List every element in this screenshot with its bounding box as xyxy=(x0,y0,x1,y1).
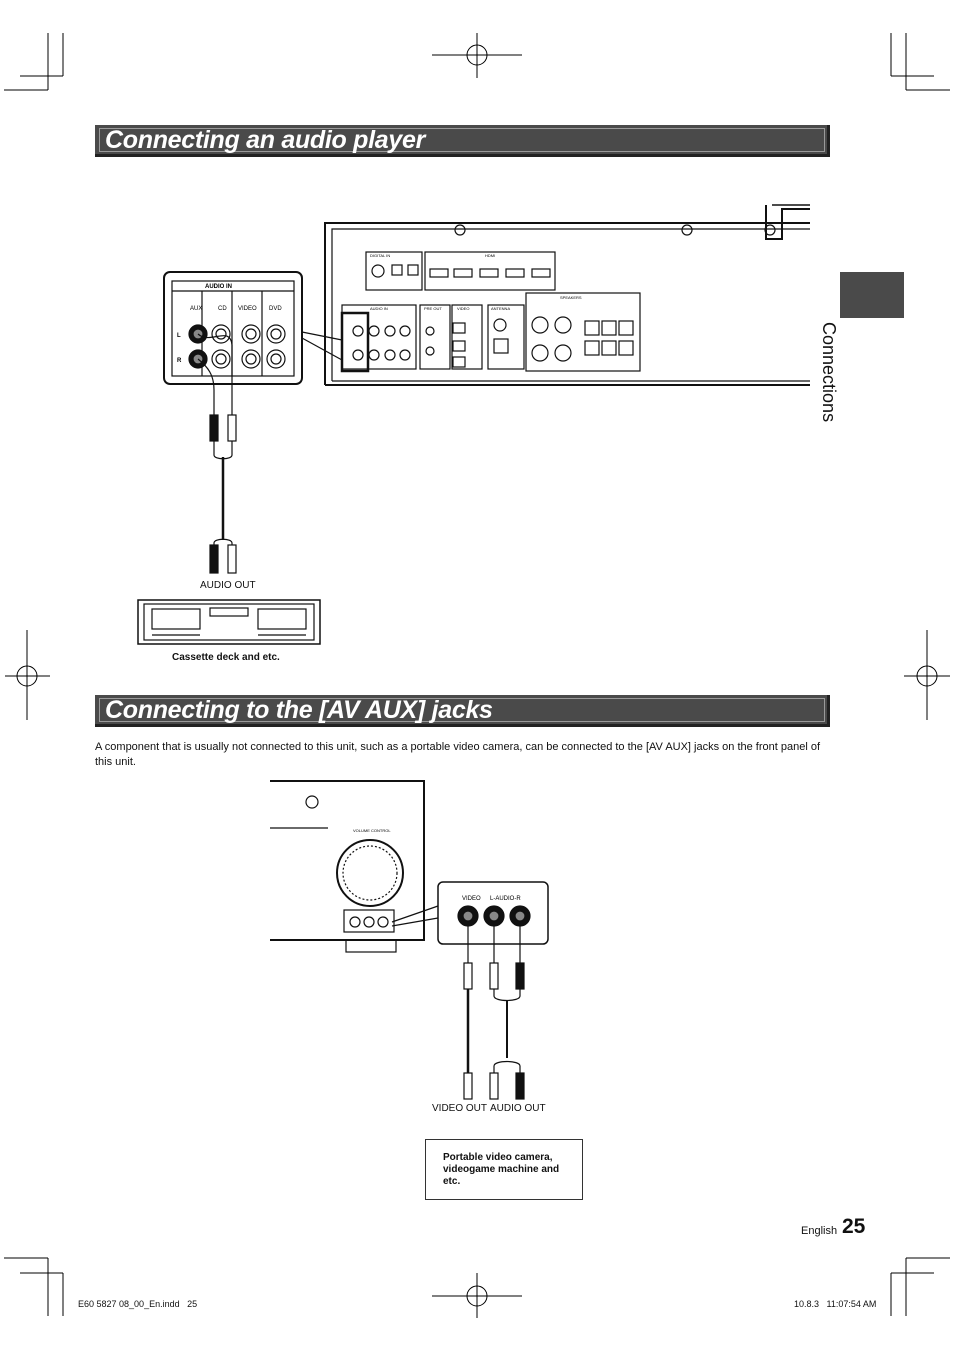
section-heading-av-aux: Connecting to the [AV AUX] jacks xyxy=(95,695,830,727)
chapter-label-text: Connections xyxy=(819,322,839,423)
audio-out-label-2: AUDIO OUT xyxy=(490,1103,546,1114)
panel-label-digital-in: DIGITAL IN xyxy=(370,253,390,258)
inset-col-aux: AUX xyxy=(190,306,202,312)
inset-video-label: VIDEO xyxy=(462,896,481,902)
footer-timestamp: 10.8.3 11:07:54 AM xyxy=(794,1299,877,1309)
section-heading-audio-player: Connecting an audio player xyxy=(95,125,830,157)
panel-label-audio-in: AUDIO IN xyxy=(370,306,388,311)
panel-label-pre-out: PRE OUT xyxy=(424,306,442,311)
panel-label-speakers: SPEAKERS xyxy=(560,295,582,300)
inset-audio-label: L-AUDIO-R xyxy=(490,896,521,902)
chapter-tab xyxy=(840,272,904,318)
inset-col-dvd: DVD xyxy=(269,306,282,312)
footer-language: English xyxy=(801,1225,838,1237)
inset-col-video: VIDEO xyxy=(238,306,257,312)
panel-label-hdmi: HDMI xyxy=(485,253,495,258)
device-caption: Portable video camera, videogame machine… xyxy=(443,1152,560,1187)
inset-row-r: R xyxy=(177,358,182,364)
chapter-label: Connections xyxy=(819,322,871,442)
section2-body: A component that is usually not connecte… xyxy=(95,741,821,768)
audio-out-label: AUDIO OUT xyxy=(200,580,256,591)
inset-col-cd: CD xyxy=(218,306,227,312)
inset-row-l: L xyxy=(177,333,181,339)
footer-file-slug: E60 5827 08_00_En.indd 25 xyxy=(78,1299,198,1309)
volume-control-label: VOLUME CONTROL xyxy=(353,828,391,833)
section-title: Connecting an audio player xyxy=(105,126,426,154)
section-title-av-aux: Connecting to the [AV AUX] jacks xyxy=(105,696,493,724)
device-caption-box: Portable video camera, videogame machine… xyxy=(425,1139,583,1200)
inset-header: AUDIO IN xyxy=(205,284,232,290)
cassette-deck-caption: Cassette deck and etc. xyxy=(172,652,280,663)
video-out-label: VIDEO OUT xyxy=(432,1103,488,1114)
front-panel-diagram: VOLUME CONTROL VIDEO L-AUDIO-R xyxy=(270,780,549,1100)
page-number: 25 xyxy=(842,1215,866,1238)
rear-panel-diagram: AUDIO IN AUX CD VIDEO DVD L R DIGITAL IN… xyxy=(137,204,810,645)
panel-label-antenna: ANTENNA xyxy=(491,306,510,311)
panel-label-video: VIDEO xyxy=(457,306,469,311)
